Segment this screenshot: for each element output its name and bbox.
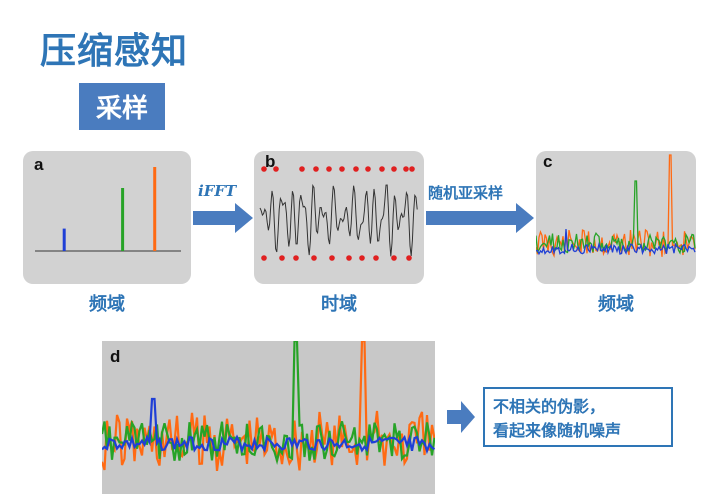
page-title: 压缩感知 — [40, 31, 189, 72]
noise-blue — [102, 397, 435, 455]
arrow-bc-icon — [426, 203, 534, 233]
panel-b-waveform — [259, 166, 418, 261]
sample-dot — [353, 166, 359, 172]
panel-a-spectrum — [35, 167, 181, 252]
panel-d-label: d — [110, 347, 121, 366]
sample-dot — [406, 255, 412, 261]
panel-c-caption: 频域 — [598, 294, 634, 315]
spike-orange — [153, 167, 157, 251]
sample-dot — [391, 255, 397, 261]
sample-dot — [365, 166, 371, 172]
spike-green — [121, 188, 125, 251]
sample-dot — [391, 166, 397, 172]
panel-b-time: b — [254, 151, 424, 284]
panel-a-caption: 频域 — [89, 294, 125, 315]
time-signal — [259, 183, 418, 257]
sample-dot — [273, 166, 279, 172]
spectrum-spikes — [62, 167, 157, 251]
sample-dot — [329, 255, 335, 261]
sample-dot — [379, 166, 385, 172]
sample-dot — [403, 166, 409, 172]
note-line-2: 看起来像随机噪声 — [493, 421, 622, 440]
panel-a-frequency: a — [23, 151, 191, 284]
sample-dot — [299, 166, 305, 172]
sample-dot — [346, 255, 352, 261]
sample-dot — [311, 255, 317, 261]
sample-dot — [279, 255, 285, 261]
sample-dot — [339, 166, 345, 172]
panel-a-label: a — [34, 155, 44, 174]
sample-dot — [313, 166, 319, 172]
sample-dot — [261, 255, 267, 261]
arrow-bc-label: 随机亚采样 — [428, 184, 504, 202]
arrow-d-icon — [447, 401, 475, 433]
noise-green — [102, 341, 435, 465]
panel-d-noisy-spectrum — [102, 341, 435, 472]
artifact-note: 不相关的伪影， 看起来像随机噪声 — [483, 387, 673, 447]
sample-dot — [261, 166, 267, 172]
sample-dot — [359, 255, 365, 261]
section-badge: 采样 — [79, 83, 165, 130]
panel-c-frequency: c — [536, 151, 696, 284]
panel-c-noisy-spectrum — [536, 154, 696, 258]
noise-blue — [536, 228, 696, 256]
note-line-1: 不相关的伪影， — [493, 397, 606, 416]
sample-dot — [293, 255, 299, 261]
spike-blue — [62, 228, 66, 251]
panel-b-label: b — [265, 152, 276, 171]
sample-dot — [326, 166, 332, 172]
sample-dots — [261, 166, 415, 261]
panel-d-zoom: d — [102, 341, 435, 494]
noise-orange — [536, 154, 696, 258]
panel-c-label: c — [543, 152, 553, 171]
panel-b-caption: 时域 — [321, 294, 357, 315]
sample-dot — [409, 166, 415, 172]
sample-dot — [373, 255, 379, 261]
arrow-ab-icon — [193, 203, 253, 233]
arrow-ab-label: iFFT — [198, 182, 237, 200]
